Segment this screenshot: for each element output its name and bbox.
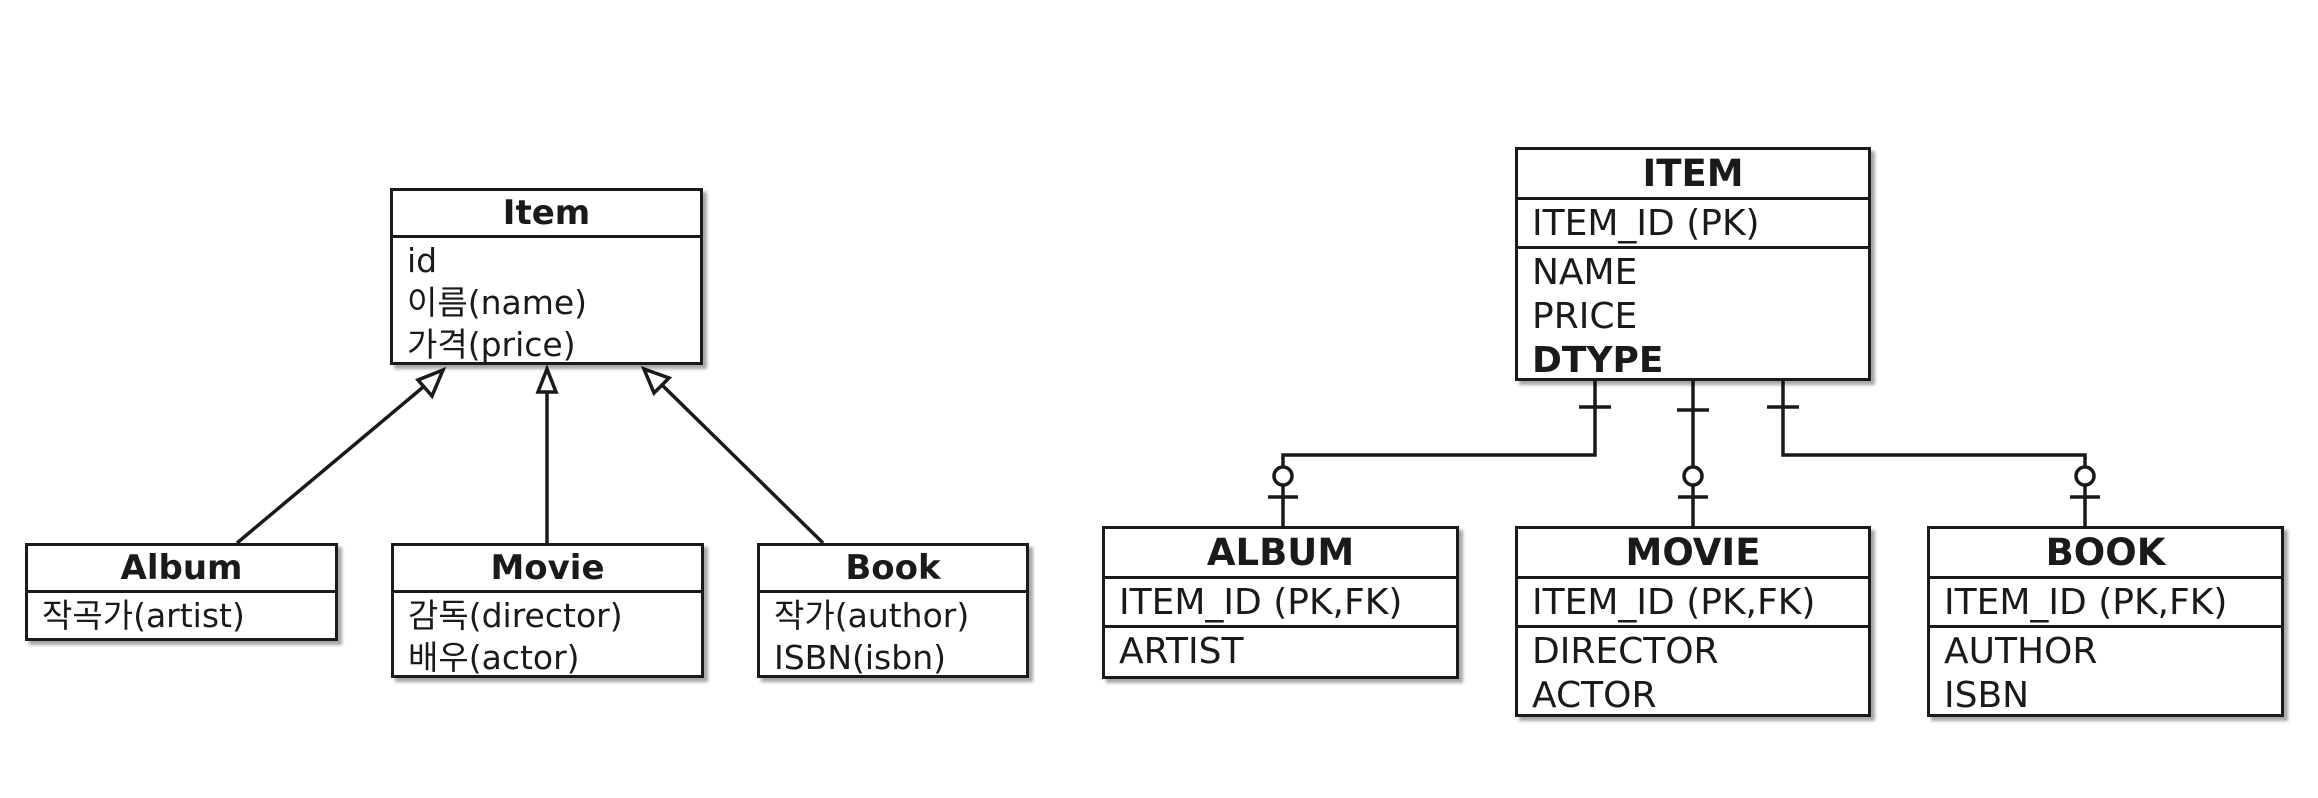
uml-attribute: 작곡가(artist) [42,596,245,635]
uml-attribute: 가격(price) [407,325,576,364]
uml-attribute: 작가(author) [774,596,970,635]
inheritance-arrow-album [235,366,447,545]
erd-key-column: ITEM_ID (PK) [1532,203,1760,244]
erd-table-title: ITEM [1518,150,1868,200]
inheritance-arrow-movie [535,364,559,543]
uml-class-item: Item id 이름(name) 가격(price) [390,188,703,365]
inheritance-arrow-book [640,366,825,545]
uml-class-book: Book 작가(author) ISBN(isbn) [757,543,1029,678]
erd-key-column: ITEM_ID (PK,FK) [1119,582,1403,623]
uml-attribute: 이름(name) [407,283,588,322]
uml-attribute: id [407,241,438,280]
erd-table-book: BOOK ITEM_ID (PK,FK) AUTHOR ISBN [1927,526,2284,717]
erd-key-column: ITEM_ID (PK,FK) [1944,582,2228,623]
erd-column: ARTIST [1119,631,1244,672]
erd-table-item: ITEM ITEM_ID (PK) NAME PRICE DTYPE [1515,147,1871,381]
erd-table-album: ALBUM ITEM_ID (PK,FK) ARTIST [1102,526,1459,679]
uml-class-title: Book [760,546,1026,593]
erd-relation-album [1268,380,1611,527]
erd-column: PRICE [1532,296,1638,337]
uml-class-movie: Movie 감독(director) 배우(actor) [391,543,704,678]
erd-relation-book [1767,380,2100,527]
uml-attribute: ISBN(isbn) [774,638,946,677]
uml-class-title: Movie [394,546,701,593]
erd-column: ISBN [1944,675,2030,716]
erd-table-title: BOOK [1930,529,2281,579]
uml-class-album: Album 작곡가(artist) [25,543,338,641]
erd-column: NAME [1532,252,1638,293]
erd-table-title: MOVIE [1518,529,1868,579]
erd-column: ACTOR [1532,675,1657,716]
erd-table-title: ALBUM [1105,529,1456,579]
uml-attribute: 배우(actor) [408,638,580,677]
uml-class-title: Album [28,546,335,593]
erd-key-column: ITEM_ID (PK,FK) [1532,582,1816,623]
erd-discriminator-column: DTYPE [1532,340,1664,381]
uml-class-title: Item [393,191,700,238]
erd-column: AUTHOR [1944,631,2098,672]
erd-relation-movie [1677,380,1709,527]
erd-table-movie: MOVIE ITEM_ID (PK,FK) DIRECTOR ACTOR [1515,526,1871,717]
erd-column: DIRECTOR [1532,631,1719,672]
uml-attribute: 감독(director) [408,596,623,635]
